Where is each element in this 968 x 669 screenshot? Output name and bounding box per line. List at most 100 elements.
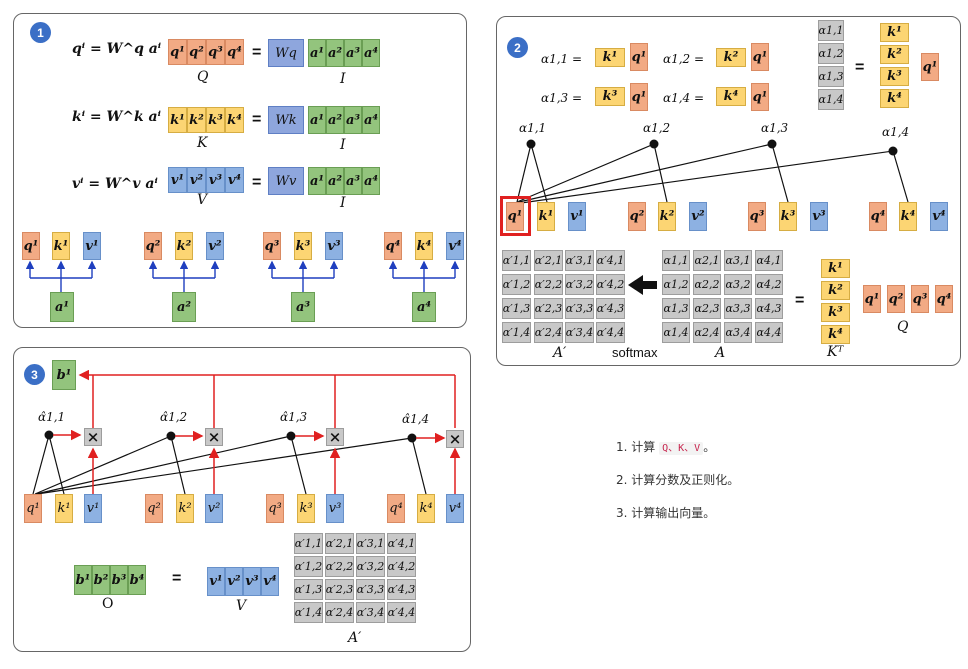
a-cell: a² — [326, 39, 344, 67]
q-cell: q¹ — [168, 39, 187, 65]
aprime-cell: α′4,3 — [387, 579, 416, 600]
o-label: O — [102, 596, 114, 612]
v-vector: v⁴ — [446, 494, 464, 523]
v-vector: v³ — [325, 232, 343, 260]
k-vector: k² — [716, 48, 746, 67]
q-vector: q¹ — [22, 232, 40, 260]
a-score-cell: α4,1 — [755, 250, 783, 271]
a-score-cell: α3,1 — [724, 250, 752, 271]
score-arrows — [516, 139, 909, 295]
aprime-cell: α′3,1 — [565, 250, 594, 271]
k-vector: k³ — [779, 202, 797, 231]
a-score-cell: α4,2 — [755, 274, 783, 295]
v-cell: v⁴ — [261, 567, 279, 596]
aprime-cell: α′1,3 — [294, 579, 323, 600]
a-vector: a³ — [291, 292, 315, 322]
q-cell: q² — [887, 285, 905, 313]
a-score-cell: α2,3 — [693, 298, 721, 319]
wv-matrix: Wv — [268, 167, 304, 195]
step-code: Q、K、V — [659, 442, 704, 455]
q-vector: q¹ — [921, 53, 939, 81]
q-vector: q¹ — [751, 83, 769, 111]
a-cell: a⁴ — [362, 39, 380, 67]
aprime-cell: α′4,1 — [387, 533, 416, 554]
v-matrix-label: V — [197, 192, 208, 208]
v-cell: v¹ — [168, 167, 187, 193]
step-item: 3. 计算输出向量。 — [616, 504, 739, 521]
equation-v: vⁱ = W^v aⁱ — [72, 176, 158, 192]
alpha-hat-label: α̂1,1 — [38, 410, 66, 424]
step-number: 3. — [616, 506, 628, 520]
q-vector: q¹ — [630, 83, 648, 111]
q-cell: q¹ — [863, 285, 881, 313]
q-vector: q⁴ — [387, 494, 405, 523]
score-lhs: α1,1 = — [541, 52, 583, 66]
q-cell: q³ — [911, 285, 929, 313]
q-vector: q³ — [266, 494, 284, 523]
v-vector: v² — [206, 232, 224, 260]
aprime-cell: α′3,3 — [565, 298, 594, 319]
v-vector: v² — [689, 202, 707, 231]
k-vector: k⁴ — [716, 87, 746, 106]
q-cell: q⁴ — [225, 39, 244, 65]
step-badge: 2 — [507, 37, 528, 58]
v-cell: v¹ — [207, 567, 225, 596]
v-cell: v³ — [243, 567, 261, 596]
aprime-cell: α′2,3 — [325, 579, 354, 600]
a-cell: a¹ — [308, 106, 326, 134]
alpha-hat-label: α̂1,3 — [280, 410, 308, 424]
equals-sign: = — [855, 59, 865, 76]
step-item: 1. 计算 Q、K、V。 — [616, 438, 739, 455]
q-vector: q⁴ — [384, 232, 402, 260]
alpha-hat-label: α̂1,4 — [402, 412, 430, 426]
a-label: A — [715, 345, 726, 361]
v-vector: v³ — [810, 202, 828, 231]
k-vector: k² — [175, 232, 193, 260]
a-cell: a² — [326, 106, 344, 134]
aprime-cell: α′2,2 — [534, 274, 563, 295]
softmax-label: softmax — [612, 345, 658, 360]
a-cell: a¹ — [308, 167, 326, 195]
a-score-cell: α4,4 — [755, 322, 783, 343]
k-cell: k³ — [880, 67, 909, 86]
aprime-cell: α′1,1 — [502, 250, 531, 271]
alpha-hat-label: α̂1,2 — [160, 410, 188, 424]
v-cell: v⁴ — [225, 167, 244, 193]
wk-matrix: Wk — [268, 106, 304, 134]
step-text: 计算分数及正则化。 — [631, 473, 740, 487]
score-lhs: α1,4 = — [663, 91, 705, 105]
aprime-cell: α′1,2 — [294, 556, 323, 577]
panel-weighted-sum: 3 b¹ α̂1,1 α̂1,2 α̂1,3 — [13, 347, 471, 652]
aprime-cell: α′4,4 — [387, 602, 416, 623]
q-vector: q³ — [263, 232, 281, 260]
alpha-cell: α1,3 — [818, 66, 844, 87]
i-matrix-label: I — [340, 195, 346, 211]
a-score-cell: α3,4 — [724, 322, 752, 343]
i-matrix-label: I — [340, 71, 346, 87]
aprime-cell: α′3,2 — [565, 274, 594, 295]
q-label: Q — [897, 319, 909, 335]
q-cell: q⁴ — [935, 285, 953, 313]
step-badge: 3 — [24, 364, 45, 385]
steps-list: 1. 计算 Q、K、V。 2. 计算分数及正则化。 3. 计算输出向量。 — [616, 438, 739, 537]
aprime-cell: α′3,4 — [565, 322, 594, 343]
aprime-cell: α′4,3 — [596, 298, 625, 319]
a-cell: a² — [326, 167, 344, 195]
q-matrix-label: Q — [197, 69, 209, 85]
q-vector: q² — [628, 202, 646, 231]
q-vector: q⁴ — [869, 202, 887, 231]
equals-sign: = — [252, 111, 262, 128]
aprime-cell: α′1,3 — [502, 298, 531, 319]
q-vector: q¹ — [506, 202, 524, 231]
aprime-cell: α′2,4 — [534, 322, 563, 343]
aprime-cell: α′3,3 — [356, 579, 385, 600]
highlight-box — [500, 196, 531, 236]
q-vector: q³ — [748, 202, 766, 231]
k-cell: k¹ — [168, 107, 187, 133]
k-vector: k¹ — [55, 494, 73, 523]
kt-cell: k⁴ — [821, 325, 850, 344]
weighted-sum-arrows — [32, 369, 461, 495]
v-vector: v⁴ — [446, 232, 464, 260]
a-score-cell: α3,3 — [724, 298, 752, 319]
panel-attention-scores: 2 α1,1 = k¹ q¹ α1,2 = k² q¹ α1,3 = k³ q¹… — [496, 16, 961, 366]
